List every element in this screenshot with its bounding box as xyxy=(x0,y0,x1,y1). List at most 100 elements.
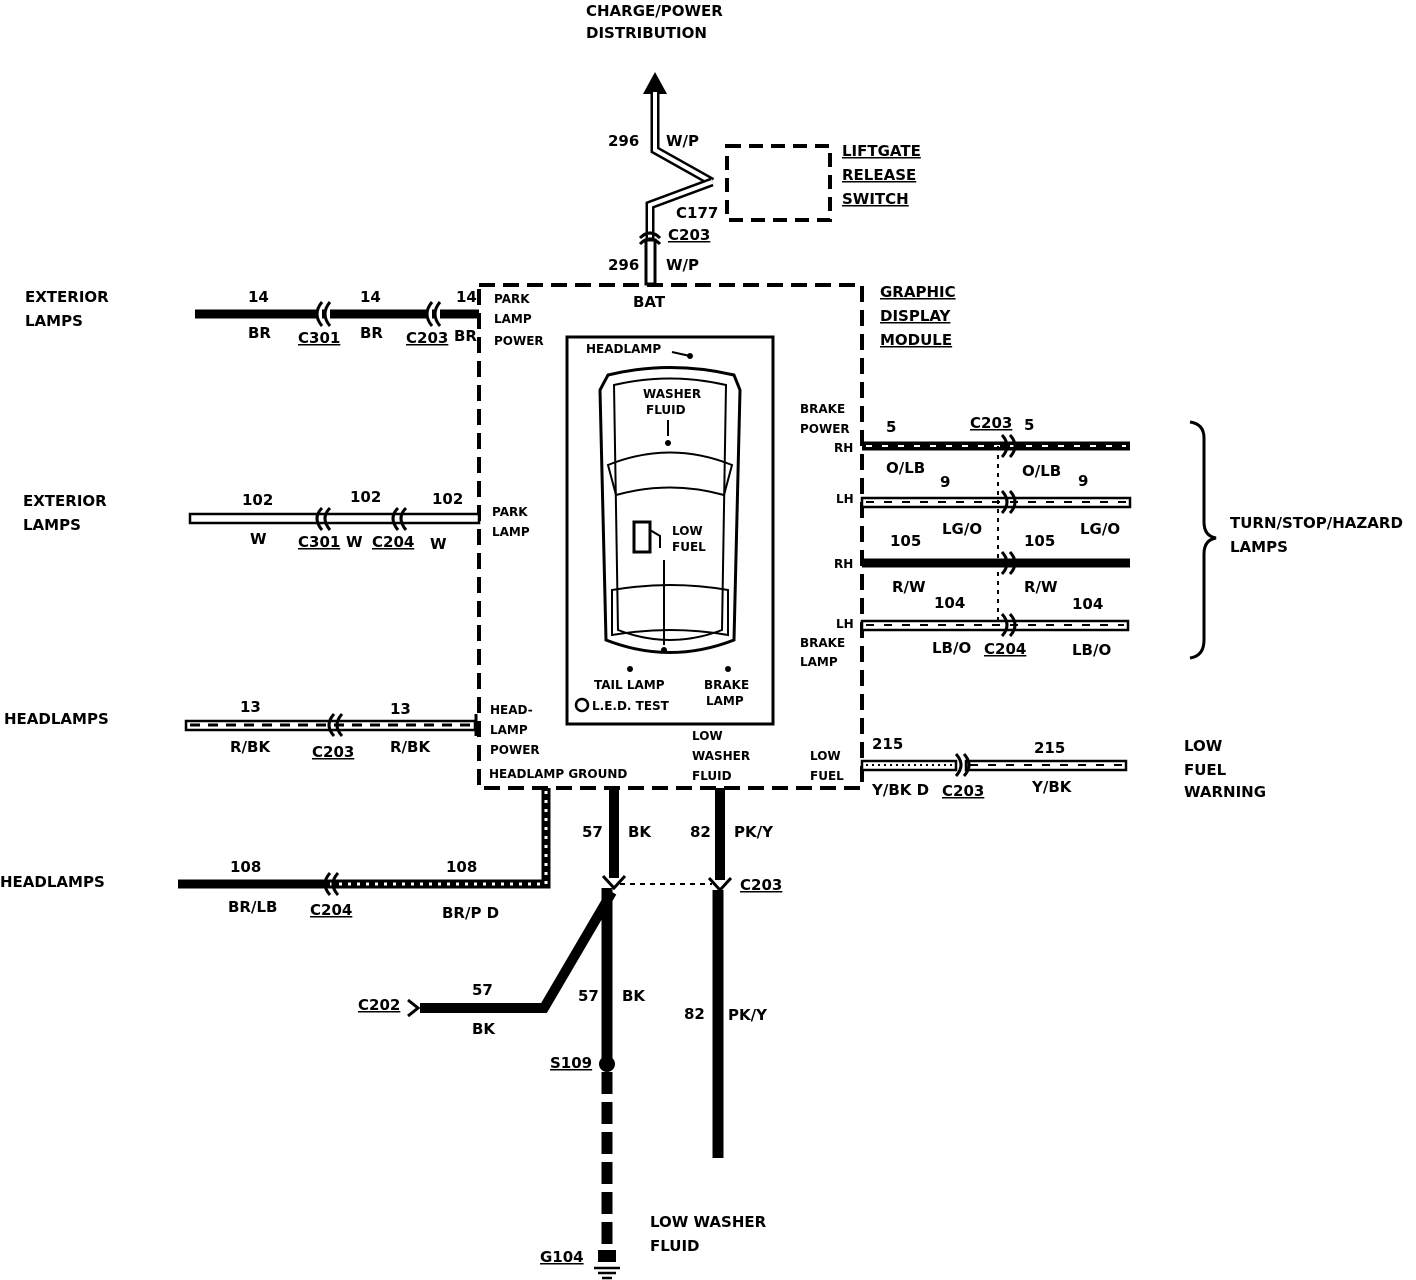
display-led-test: L.E.D. TEST xyxy=(592,699,670,713)
low-fuel-warning-label-3: WARNING xyxy=(1184,783,1266,801)
connector-c203-a: C203 xyxy=(406,329,448,347)
wire-57-number-a: 57 xyxy=(582,823,603,841)
wire-14-number-c: 14 xyxy=(456,288,477,306)
ground-g104-block-icon xyxy=(598,1250,616,1262)
pin-headlamp-power-2: LAMP xyxy=(490,723,528,737)
display-tail-lamp: TAIL LAMP xyxy=(594,678,665,692)
turn-stop-hazard-label-2: LAMPS xyxy=(1230,538,1288,556)
liftgate-label-1: LIFTGATE xyxy=(842,142,921,160)
display-brake-1: BRAKE xyxy=(704,678,749,692)
wire-108-number-a: 108 xyxy=(230,858,261,876)
charge-power-label-1: CHARGE/POWER xyxy=(586,2,723,20)
wire-104-number-b: 104 xyxy=(1072,595,1103,613)
pin-low-washer-1: LOW xyxy=(692,729,723,743)
wire-rw-color-b: R/W xyxy=(1024,578,1058,596)
exterior-lamps-1-label-1: EXTERIOR xyxy=(25,288,109,306)
exterior-lamps-2-label-1: EXTERIOR xyxy=(23,492,107,510)
wire-pky-color-b: PK/Y xyxy=(728,1006,768,1024)
car-rear-window-icon xyxy=(611,584,729,637)
wire-rbk-color-a: R/BK xyxy=(230,738,271,756)
tail-lamp-led-icon xyxy=(627,666,633,672)
liftgate-label-3: SWITCH xyxy=(842,190,909,208)
headlamp-pointer-icon xyxy=(671,351,691,357)
wire-102-number-a: 102 xyxy=(242,491,273,509)
arrow-up-icon xyxy=(643,72,667,94)
wire-296-to-bat xyxy=(644,238,657,286)
pin-low-washer-2: WASHER xyxy=(692,749,750,763)
washer-led-icon xyxy=(665,440,671,446)
wire-105-number-a: 105 xyxy=(890,532,921,550)
wire-102-number-b: 102 xyxy=(350,488,381,506)
connector-c203-r1-icon xyxy=(1000,433,1017,459)
connector-c203-r1: C203 xyxy=(970,414,1012,432)
left-wiring: EXTERIOR LAMPS 14 14 14 BR C301 BR C203 … xyxy=(0,288,551,922)
pin-low-fuel-1: LOW xyxy=(810,749,841,763)
connector-c301-b-icon xyxy=(315,506,332,531)
car-windshield-icon xyxy=(606,451,734,497)
connector-c202-icon xyxy=(407,998,421,1018)
wire-bk-color-c: BK xyxy=(622,987,646,1005)
wire-296-number-bottom: 296 xyxy=(608,256,639,274)
pin-bat: BAT xyxy=(633,293,666,311)
wire-5-number-a: 5 xyxy=(886,418,896,436)
fuel-led-icon xyxy=(661,647,667,653)
liftgate-switch-box xyxy=(725,144,832,222)
pin-low-fuel-2: FUEL xyxy=(810,769,844,783)
exterior-lamps-2-label-2: LAMPS xyxy=(23,516,81,534)
car-inner-outline-icon xyxy=(612,377,728,641)
wire-w-color-b: W xyxy=(346,533,363,551)
pin-lh-brake-3: LAMP xyxy=(800,655,838,669)
wire-wp-color-bottom: W/P xyxy=(666,256,699,274)
display-brake-2: LAMP xyxy=(706,694,744,708)
turn-lamps-brace xyxy=(1189,420,1217,660)
pin-headlamp-power-1: HEAD- xyxy=(490,703,533,717)
pin-park-lamp-power-1: PARK xyxy=(494,292,530,306)
wire-296-upper-core xyxy=(653,92,713,184)
brake-lamp-led-icon xyxy=(725,666,731,672)
wire-215-number-b: 215 xyxy=(1034,739,1065,757)
pin-rh-turn: RH xyxy=(834,557,853,571)
wire-14-number-a: 14 xyxy=(248,288,269,306)
right-wiring: 5 C203 5 O/LB O/LB 9 9 LG/O LG/O 105 105… xyxy=(860,414,1403,801)
wire-bk-color-a: BK xyxy=(628,823,652,841)
wire-br-color-b: BR xyxy=(360,324,383,342)
wire-102-w xyxy=(188,512,481,525)
bottom-wiring: 57 BK 82 PK/Y C203 C202 57 BK 57 BK 82 P… xyxy=(358,788,782,1280)
connector-c204-b-icon xyxy=(323,871,340,897)
wire-82-number-a: 82 xyxy=(690,823,711,841)
connector-c203-a-icon xyxy=(425,301,442,327)
low-washer-fluid-label-1: LOW WASHER xyxy=(650,1213,767,1231)
wire-296-lower-core xyxy=(648,180,713,240)
wire-13-number-a: 13 xyxy=(240,698,261,716)
wire-lbo-color-a: LB/O xyxy=(932,639,971,657)
pin-low-washer-3: FLUID xyxy=(692,769,732,783)
pin-park-lamp-power-2: LAMP xyxy=(494,312,532,326)
wire-rbk-color-b: R/BK xyxy=(390,738,431,756)
pin-brake-power-2: POWER xyxy=(800,422,850,436)
wire-57-number-c: 57 xyxy=(578,987,599,1005)
wire-82-number-b: 82 xyxy=(684,1005,705,1023)
pin-headlamp-ground: HEADLAMP GROUND xyxy=(489,767,627,781)
wire-13-number-b: 13 xyxy=(390,700,411,718)
display-low-fuel-1: LOW xyxy=(672,524,703,538)
module-title-1: GRAPHIC xyxy=(880,283,956,301)
connector-c301-a-icon xyxy=(315,301,332,327)
wire-215-number-a: 215 xyxy=(872,735,903,753)
pin-brake-power-1: BRAKE xyxy=(800,402,845,416)
wire-9-number-a: 9 xyxy=(940,473,950,491)
connector-c204-a: C204 xyxy=(372,533,414,551)
wire-9-number-b: 9 xyxy=(1078,472,1088,490)
connector-c204-a-icon xyxy=(391,506,408,531)
wire-57-bk-branch xyxy=(420,889,617,1013)
connector-c204-r: C204 xyxy=(984,640,1026,658)
led-test-button-icon[interactable] xyxy=(574,697,590,713)
wire-296-number-top: 296 xyxy=(608,132,639,150)
pin-lh-brake-2: BRAKE xyxy=(800,636,845,650)
wire-108-brp-outline xyxy=(330,788,551,889)
wire-bk-color-b: BK xyxy=(472,1020,496,1038)
car-body-icon xyxy=(598,366,742,654)
wire-w-color-a: W xyxy=(250,530,267,548)
splice-s109-icon xyxy=(599,1056,615,1072)
connector-c301-b: C301 xyxy=(298,533,340,551)
